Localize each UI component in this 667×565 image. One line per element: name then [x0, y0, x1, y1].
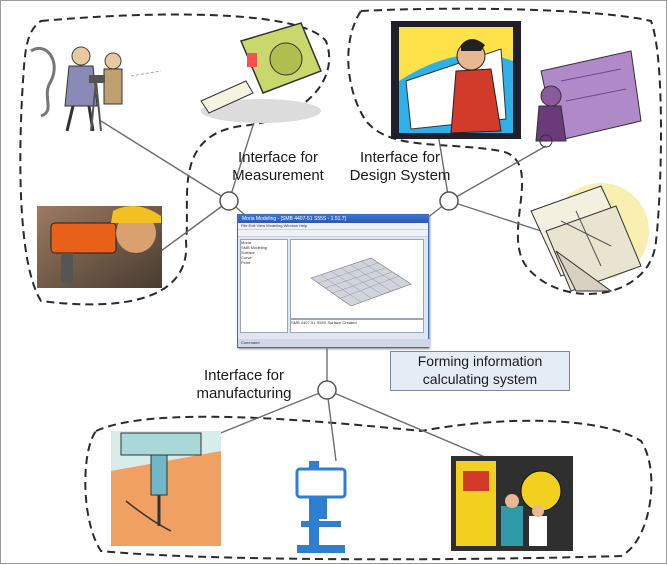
connector-line [228, 115, 257, 202]
software-window: Moria Modeling - [SMB 4407-51 S55S - 1.5… [237, 214, 431, 348]
manufacturing-interface-label: Interface for manufacturing [196, 367, 292, 402]
software-tree-panel: Moria SMB Modeling Surface Curve Point [240, 239, 288, 333]
connector-line [448, 145, 547, 202]
measurement-hub-node [219, 191, 239, 211]
tree-item: Curve [241, 255, 252, 260]
forming-system-label: Forming information calculating system [417, 353, 543, 387]
connector-line [160, 200, 230, 252]
measurement-interface-label: Interface for Measurement [232, 149, 324, 184]
blueprints-illustration [530, 183, 649, 292]
tape-measure-illustration [200, 22, 322, 123]
manufacturing-cluster-boundary [84, 415, 653, 561]
software-toolbar [238, 230, 428, 237]
surveyor-illustration [30, 46, 162, 132]
drill-bit-illustration [111, 431, 221, 546]
software-menu-bar: File Edit View Modeling Window Help [238, 223, 428, 230]
software-output-panel: SMB 4407-51 S55S Surface Created [290, 319, 424, 333]
factory-workers-illustration [451, 456, 573, 551]
drafter-illustration [535, 50, 642, 148]
design-interface-label: Interface for Design System [349, 149, 451, 184]
design-cluster-boundary [347, 7, 662, 295]
connector-line [326, 389, 507, 467]
surface-mesh [310, 257, 412, 307]
level-instrument-photo [37, 206, 162, 288]
tree-item: Point [241, 260, 251, 265]
manufacturing-hub-node [317, 380, 337, 400]
software-3d-view [290, 239, 424, 319]
design-hub-node [439, 191, 459, 211]
forming-system-box: Forming information calculating system [390, 351, 570, 391]
tree-item: Surface [241, 250, 255, 255]
drill-press-illustration [295, 461, 347, 553]
connector-line [100, 120, 230, 202]
software-status-bar: Command [238, 339, 431, 347]
tree-item: Moria [241, 240, 252, 245]
connector-line [326, 389, 337, 462]
designer-at-board-illustration [391, 21, 521, 139]
measurement-cluster-boundary [19, 13, 331, 306]
tree-item: SMB Modeling [241, 245, 268, 250]
software-title-bar: Moria Modeling - [SMB 4407-51 S55S - 1.5… [238, 215, 428, 223]
connector-line [448, 200, 542, 232]
